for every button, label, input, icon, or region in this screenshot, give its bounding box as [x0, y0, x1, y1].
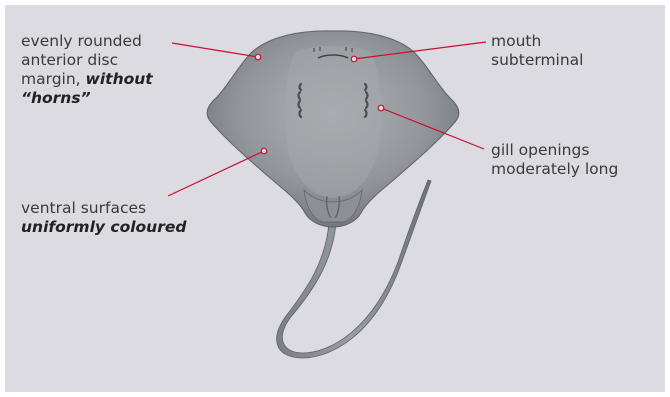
leader-line-margin: [172, 43, 258, 57]
label-gill-openings-line1: gill openings: [491, 141, 618, 160]
label-anterior-margin: evenly rounded anterior disc margin, wit…: [21, 32, 153, 108]
marker-gill: [378, 105, 384, 111]
label-anterior-margin-line3-text: margin,: [21, 70, 86, 88]
leader-line-ventral: [168, 151, 264, 196]
label-anterior-margin-line4: “horns”: [21, 89, 153, 108]
label-anterior-margin-emphasis: without: [86, 70, 153, 88]
label-anterior-margin-line3: margin, without: [21, 70, 153, 89]
label-gill-openings-line2: moderately long: [491, 160, 618, 179]
marker-margin: [255, 54, 261, 60]
label-anterior-margin-line1: evenly rounded: [21, 32, 153, 51]
label-mouth-line2: subterminal: [491, 51, 584, 70]
label-mouth: mouth subterminal: [491, 32, 584, 70]
label-ventral-surfaces-line2: uniformly coloured: [21, 218, 186, 237]
body-center: [285, 46, 382, 198]
marker-mouth: [351, 56, 357, 62]
label-gill-openings: gill openings moderately long: [491, 141, 618, 179]
label-mouth-line1: mouth: [491, 32, 584, 51]
label-ventral-surfaces-line1: ventral surfaces: [21, 199, 186, 218]
marker-ventral: [261, 148, 267, 154]
label-anterior-margin-line2: anterior disc: [21, 51, 153, 70]
label-ventral-surfaces: ventral surfaces uniformly coloured: [21, 199, 186, 237]
